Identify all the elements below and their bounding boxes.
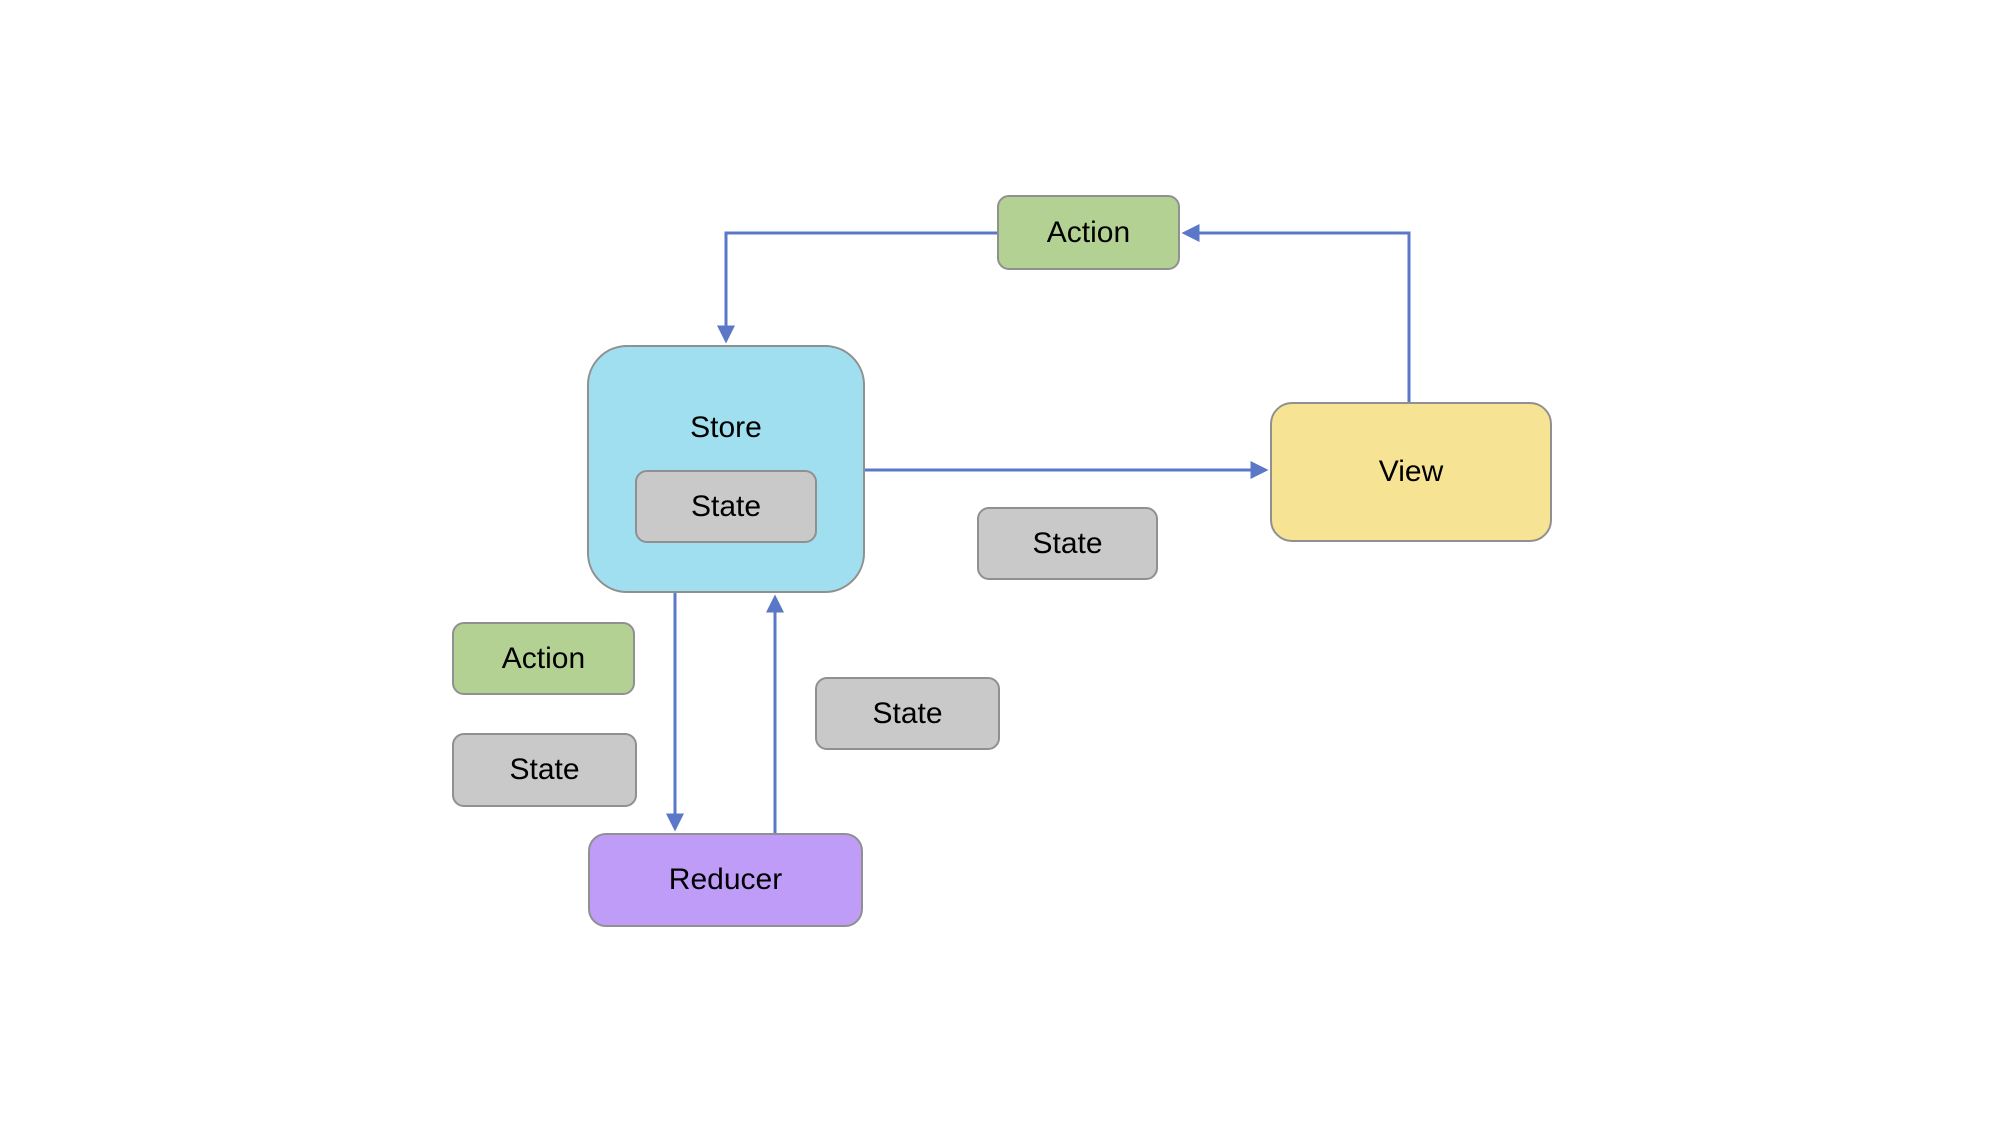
node-state-left-label: State [509, 753, 580, 786]
edge-action-to-store-arrow [717, 231, 997, 344]
node-store-label: Store [690, 411, 762, 444]
node-action-left-label: Action [501, 641, 586, 675]
node-view: View [1270, 402, 1552, 542]
node-store: Store State [587, 345, 865, 593]
node-state-middle: State [815, 677, 1000, 750]
node-state-middle-label: State [872, 696, 943, 730]
node-store-state: State [635, 470, 817, 543]
node-state-right-label: State [1032, 526, 1103, 560]
node-reducer-label: Reducer [668, 863, 783, 896]
node-store-state-label: State [690, 489, 762, 523]
edge-view-to-action-arrow [1181, 224, 1411, 402]
node-state-left: State [452, 733, 637, 807]
node-action-top-label: Action [1046, 215, 1131, 249]
node-state-right: State [977, 507, 1158, 580]
node-view-label: View [1378, 455, 1444, 488]
node-action-top: Action [997, 195, 1180, 270]
node-action-left: Action [452, 622, 635, 695]
node-reducer: Reducer [588, 833, 863, 927]
